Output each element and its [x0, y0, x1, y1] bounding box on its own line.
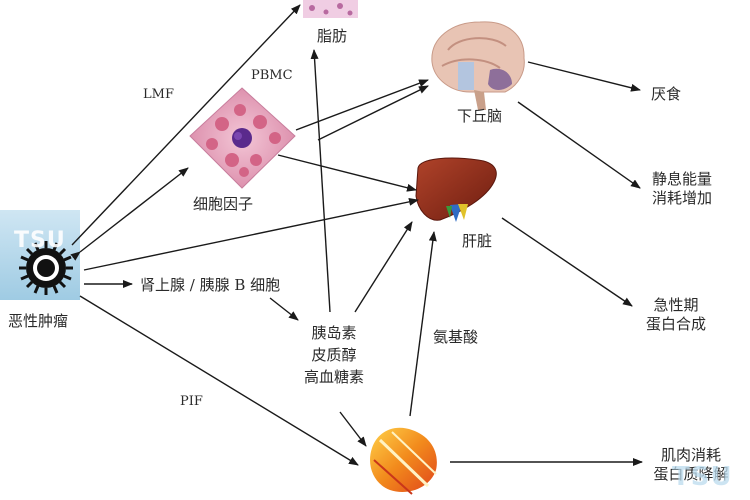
arrow-cytokines-to-liver: [277, 154, 417, 192]
resting-energy-line-1: 静息能量: [651, 170, 713, 188]
arrow-liver-to-acute: [501, 217, 633, 307]
brain-image: [431, 21, 525, 110]
arrow-brain-to-anorexia: [527, 61, 641, 92]
hormone-glucagon: 高血糖素: [303, 367, 365, 386]
arrow-hormones-to-liver: [354, 221, 413, 313]
resting-energy-label: 静息能量 消耗增加: [652, 170, 712, 208]
muscle-wasting-line-1: 肌肉消耗: [660, 446, 722, 464]
lmf-label: LMF: [143, 87, 174, 102]
arrow-tumor-to-liver: [83, 197, 419, 271]
hormone-cortisol: 皮质醇: [311, 345, 357, 364]
amino-acids-label: 氨基酸: [433, 328, 479, 346]
arrow-adrenal-to-hormones: [269, 297, 299, 321]
pif-label: PIF: [180, 394, 203, 409]
acute-phase-label: 急性期 蛋白合成: [646, 296, 706, 334]
acute-phase-line-1: 急性期: [653, 296, 699, 314]
arrow-tumor-cytokines-bidir: [70, 167, 189, 261]
hypothalamus-label: 下丘脑: [457, 107, 503, 125]
liver-image: [415, 157, 497, 222]
arrow-hormones-to-fat: [310, 49, 331, 313]
tumor-label: 恶性肿瘤: [8, 312, 69, 330]
muscle-wasting-label: 肌肉消耗 蛋白质降解: [653, 446, 728, 484]
fat-tissue-image: [303, 0, 358, 18]
arrow-hormones-to-brain: [317, 85, 429, 141]
arrow-tumor-to-muscle: [79, 295, 359, 466]
arrow-brain-to-energy: [517, 101, 641, 189]
tumor-cell-image: [0, 210, 80, 300]
hormone-insulin: 胰岛素: [311, 324, 357, 342]
arrow-hormones-to-muscle: [339, 411, 367, 447]
watermark-top-left: TSU: [14, 228, 66, 253]
resting-energy-line-2: 消耗增加: [651, 188, 713, 207]
liver-label: 肝脏: [462, 232, 493, 250]
blood-cells-image: [189, 87, 296, 189]
hormones-label: 胰岛素 皮质醇 高血糖素: [304, 323, 364, 388]
cytokines-label: 细胞因子: [193, 195, 254, 213]
watermark-bottom-right: TSU: [672, 462, 733, 492]
muscle-image: [370, 427, 437, 495]
muscle-wasting-line-2: 蛋白质降解: [653, 464, 729, 483]
arrow-muscle-to-liver: [409, 231, 437, 417]
fat-label: 脂肪: [317, 27, 348, 45]
pbmc-label: PBMC: [251, 68, 293, 83]
anorexia-label: 厌食: [651, 85, 682, 103]
adrenal-label: 肾上腺 / 胰腺 B 细胞: [140, 276, 281, 294]
arrows: [70, 4, 643, 466]
acute-phase-line-2: 蛋白合成: [645, 314, 707, 333]
